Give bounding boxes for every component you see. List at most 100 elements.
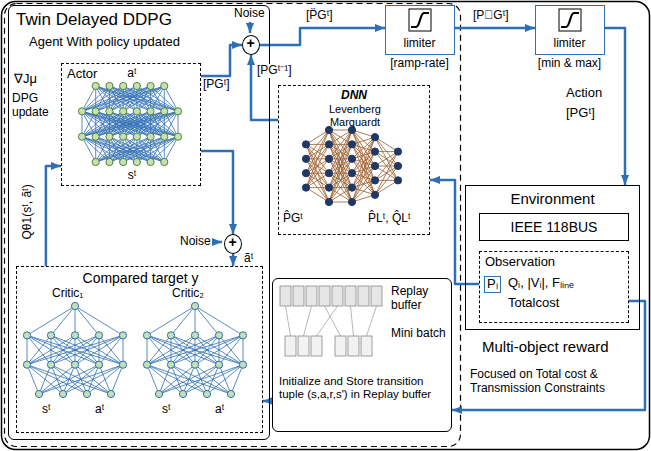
flow-arrow bbox=[201, 151, 233, 234]
net-neuron bbox=[59, 390, 66, 397]
net-link bbox=[51, 335, 123, 364]
net-neuron bbox=[325, 155, 332, 162]
net-neuron bbox=[161, 108, 168, 115]
net-link bbox=[195, 306, 243, 335]
net-neuron bbox=[143, 361, 150, 368]
net-link bbox=[123, 335, 124, 364]
net-link bbox=[63, 365, 123, 394]
net-neuron bbox=[394, 177, 401, 184]
annotation-label: sᵗ bbox=[42, 403, 51, 417]
node-heading: Replay buffer bbox=[391, 285, 449, 313]
annotation-label: Action bbox=[566, 86, 602, 101]
batch-cell bbox=[298, 336, 309, 356]
environment-box: EnvironmentIEEE 118BUSObservationPₗQᵢ, |… bbox=[465, 185, 640, 330]
net-link bbox=[27, 335, 75, 364]
annotation-label: sᵗ bbox=[162, 403, 171, 417]
net-neuron bbox=[71, 361, 78, 368]
net-link bbox=[171, 335, 243, 364]
node-text: aᵗ bbox=[62, 67, 202, 81]
net-neuron bbox=[106, 82, 113, 89]
net-neuron bbox=[325, 184, 332, 191]
net-neuron bbox=[78, 133, 85, 140]
sum-circle: + bbox=[242, 35, 260, 55]
net-link bbox=[96, 86, 165, 111]
annotation-label: Focused on Total cost & Transmission Con… bbox=[470, 368, 635, 396]
annotation-label: P̂Lᵗ, Q̂Lᵗ bbox=[368, 212, 411, 226]
net-link bbox=[82, 111, 151, 136]
net-link bbox=[219, 335, 243, 364]
buffer-cell bbox=[332, 286, 343, 306]
net-link bbox=[243, 335, 244, 364]
sample-line bbox=[286, 306, 291, 336]
annotation-label: aᵗ bbox=[215, 403, 224, 417]
net-neuron bbox=[348, 170, 355, 177]
net-link bbox=[51, 306, 75, 335]
sample-line bbox=[304, 306, 312, 336]
net-link bbox=[27, 365, 87, 394]
limiter-box: limiter[ramp-rate] bbox=[385, 5, 455, 55]
observation-box: ObservationPₗQᵢ, |Vᵢ|, FₗᵢₙₑTotalcost bbox=[479, 251, 629, 323]
batch-cell bbox=[285, 336, 296, 356]
replay-buffer-art bbox=[280, 286, 382, 356]
net-link bbox=[123, 86, 164, 111]
flow-arrow bbox=[452, 301, 645, 410]
net-link bbox=[352, 180, 375, 202]
net-link bbox=[352, 137, 375, 202]
net-link bbox=[147, 335, 195, 364]
net-link bbox=[75, 335, 123, 364]
signal-label: [PGᵗ⁻¹] bbox=[256, 64, 293, 78]
net-link bbox=[147, 335, 148, 364]
sample-line bbox=[325, 306, 341, 336]
net-neuron bbox=[191, 361, 198, 368]
flow-arrow bbox=[46, 166, 61, 266]
net-neuron bbox=[47, 332, 54, 339]
node-heading: Compared target y bbox=[17, 270, 264, 286]
net-neuron bbox=[147, 133, 154, 140]
net-link bbox=[147, 335, 195, 364]
net-link bbox=[82, 86, 151, 111]
net-link bbox=[147, 335, 243, 364]
net-neuron bbox=[348, 184, 355, 191]
net-link bbox=[99, 335, 123, 364]
buffer-cell bbox=[371, 286, 382, 306]
flow-arrow bbox=[201, 45, 242, 76]
flow-arrow bbox=[232, 254, 235, 266]
buffer-cell bbox=[345, 286, 356, 306]
net-link bbox=[109, 137, 178, 162]
signal-label: [PGᵗ] bbox=[202, 78, 231, 92]
node-text: [min & max] bbox=[526, 57, 613, 71]
node-text: Agent With policy updated bbox=[29, 35, 180, 50]
flow-arrow bbox=[605, 28, 625, 185]
noise-arrow bbox=[212, 241, 222, 244]
limiter-icon bbox=[559, 9, 581, 31]
node-text: sᵗ bbox=[62, 169, 202, 183]
net-neuron bbox=[92, 82, 99, 89]
net-neuron bbox=[120, 82, 127, 89]
net-neuron bbox=[133, 133, 140, 140]
annotation-label: DPG update bbox=[12, 92, 58, 120]
net-neuron bbox=[133, 158, 140, 165]
net-neuron bbox=[239, 361, 246, 368]
critic-network bbox=[23, 302, 126, 397]
batch-cell bbox=[311, 336, 322, 356]
net-neuron bbox=[371, 162, 378, 169]
net-neuron bbox=[78, 108, 85, 115]
net-link bbox=[164, 111, 178, 136]
net-link bbox=[82, 111, 151, 136]
annotation-label: Noise bbox=[234, 7, 265, 21]
net-link bbox=[27, 306, 75, 335]
net-link bbox=[27, 335, 123, 364]
net-neuron bbox=[325, 198, 332, 205]
net-link bbox=[164, 86, 178, 111]
net-neuron bbox=[325, 141, 332, 148]
dnn-network bbox=[302, 126, 401, 205]
net-neuron bbox=[120, 108, 127, 115]
net-link bbox=[151, 86, 165, 111]
net-neuron bbox=[106, 158, 113, 165]
net-link bbox=[75, 306, 123, 335]
net-neuron bbox=[35, 390, 42, 397]
net-link bbox=[147, 365, 207, 394]
net-neuron bbox=[133, 82, 140, 89]
node-heading: Environment bbox=[466, 190, 639, 207]
